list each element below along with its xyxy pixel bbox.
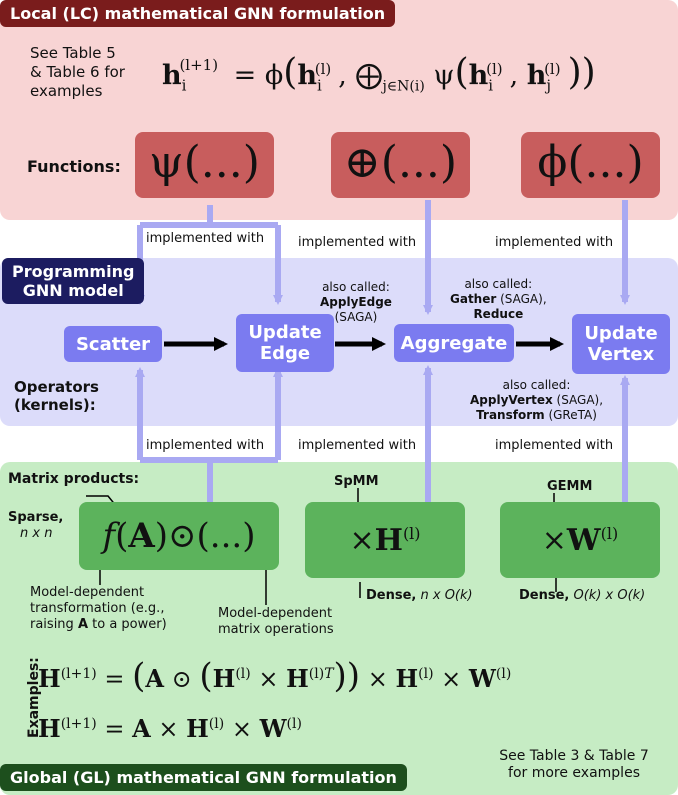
aggregation-function-box: ⊕(...) <box>331 132 470 198</box>
sparse-annotation: Sparse, n x n <box>8 510 64 541</box>
implemented-with-label-5: implemented with <box>298 438 417 453</box>
implemented-with-label-3: implemented with <box>495 235 614 250</box>
also-called-apply-edge: also called: ApplyEdge (SAGA) <box>320 280 392 324</box>
dense-w-matrix-box: ×W(l) <box>500 502 660 578</box>
local-formula: hi(l+1) = ϕ(hi(l), ⨁j∈N(i) ψ(hi(l), hj(l… <box>162 52 596 95</box>
matrix-products-label: Matrix products: <box>8 471 140 487</box>
dense-h-annotation: Dense, n x O(k) <box>366 588 473 603</box>
scatter-operator: Scatter <box>64 326 162 362</box>
implemented-with-label-1: implemented with <box>146 231 265 246</box>
global-formulation-title: Global (GL) mathematical GNN formulation <box>0 764 407 791</box>
operators-label: Operators (kernels): <box>14 378 99 414</box>
functions-label: Functions: <box>27 157 121 176</box>
model-dependent-operations-note: Model-dependent matrix operations <box>218 606 334 637</box>
gemm-label: GEMM <box>547 479 593 494</box>
model-dependent-transformation-note: Model-dependent transformation (e.g., ra… <box>30 585 167 632</box>
phi-function-box: ϕ(...) <box>521 132 660 198</box>
also-called-gather: also called: Gather (SAGA), Reduce <box>450 277 547 321</box>
psi-function-box: ψ(...) <box>135 132 274 198</box>
also-called-apply-vertex: also called: ApplyVertex (SAGA), Transfo… <box>470 378 604 422</box>
example-formula-1: H(l+1) = (A ⊙ (H(l) × H(l)T)) × H(l) × W… <box>38 656 512 696</box>
update-edge-operator: Update Edge <box>236 314 334 372</box>
local-formulation-title: Local (LC) mathematical GNN formulation <box>0 0 396 27</box>
model-transform-matrix-box: f(A)⊙(...) <box>79 502 279 570</box>
dense-w-annotation: Dense, O(k) x O(k) <box>519 588 646 603</box>
spmm-label: SpMM <box>334 474 379 489</box>
local-see-tables-note: See Table 5 & Table 6 for examples <box>30 44 125 100</box>
global-see-tables-note: See Table 3 & Table 7 for more examples <box>499 748 649 781</box>
implemented-with-label-2: implemented with <box>298 235 417 250</box>
programming-model-title: Programming GNN model <box>2 258 145 304</box>
example-formula-2: H(l+1) = A × H(l) × W(l) <box>38 714 302 743</box>
update-vertex-operator: Update Vertex <box>572 314 670 374</box>
implemented-with-label-6: implemented with <box>495 438 614 453</box>
implemented-with-label-4: implemented with <box>146 438 265 453</box>
dense-h-matrix-box: ×H(l) <box>305 502 465 578</box>
aggregate-operator: Aggregate <box>394 324 514 362</box>
